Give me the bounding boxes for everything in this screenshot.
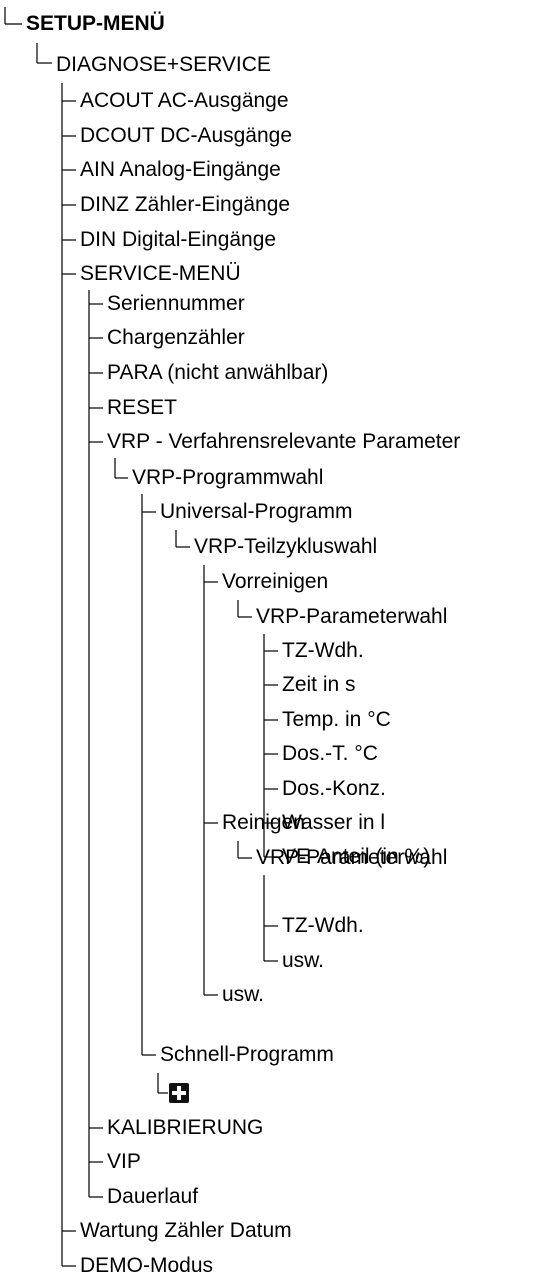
- tree-node: VIP: [107, 1150, 141, 1173]
- tree-node: Wartung Zähler Datum: [80, 1219, 292, 1242]
- tree-node: VRP-Programmwahl: [132, 466, 324, 489]
- tree-node: VRP-Teilzykluswahl: [194, 535, 378, 558]
- tree-node: usw.: [222, 983, 265, 1006]
- tree-node: Temp. in °C: [282, 708, 391, 731]
- tree-node: Wasser in l: [282, 811, 386, 834]
- tree-node: Zeit in s: [282, 673, 356, 696]
- tree-node: AIN Analog-Eingänge: [80, 158, 281, 181]
- tree-node: Vorreinigen: [222, 570, 329, 593]
- tree-node: VRP-Parameterwahl: [256, 605, 448, 628]
- tree-node: DCOUT DC-Ausgänge: [80, 124, 293, 147]
- tree-node: Dos.-Konz.: [282, 777, 386, 800]
- tree-node: KALIBRIERUNG: [107, 1116, 264, 1139]
- tree-node: DEMO-Modus: [80, 1254, 214, 1277]
- tree-node: DINZ Zähler-Eingänge: [80, 193, 291, 216]
- tree-node: PARA (nicht anwählbar): [107, 361, 329, 384]
- tree-node: VRP - Verfahrensrelevante Parameter: [107, 430, 461, 453]
- tree-node: Seriennummer: [107, 292, 245, 315]
- tree-node: Schnell-Programm: [160, 1043, 334, 1066]
- tree-node: TZ-Wdh.: [282, 914, 364, 937]
- tree-node: ACOUT AC-Ausgänge: [80, 89, 289, 112]
- tree-node: usw.: [282, 949, 325, 972]
- tree-node: Dos.-T. °C: [282, 742, 378, 765]
- tree-node: VRP-Parameterwahl: [256, 846, 448, 869]
- tree-node: Dauerlauf: [107, 1185, 199, 1208]
- tree-node: SERVICE-MENÜ: [80, 262, 241, 285]
- tree-root-setup-menu: SETUP-MENÜ: [26, 12, 165, 35]
- plus-box-icon[interactable]: [169, 1083, 189, 1103]
- tree-node: VE-Anteil (in %): [282, 845, 431, 868]
- tree-node: Reinigen: [222, 811, 305, 834]
- tree-node: TZ-Wdh.: [282, 639, 364, 662]
- tree-node: Chargenzähler: [107, 326, 245, 349]
- tree-node: Universal-Programm: [160, 500, 353, 523]
- tree-node: RESET: [107, 396, 178, 419]
- tree-node: DIN Digital-Eingänge: [80, 228, 277, 251]
- tree-node: DIAGNOSE+SERVICE: [56, 53, 271, 76]
